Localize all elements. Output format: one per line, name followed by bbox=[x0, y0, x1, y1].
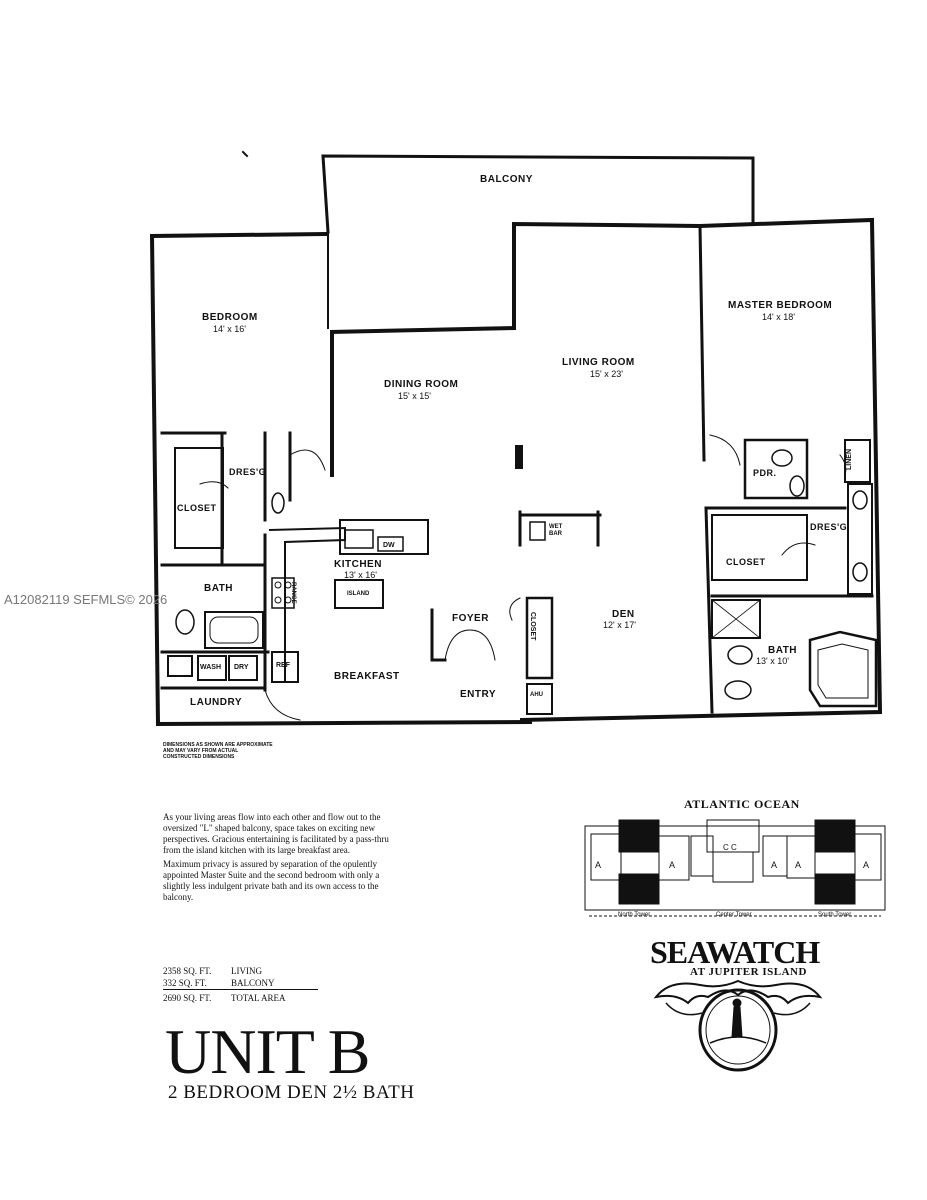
area-row-total: 2690 SQ. FT. TOTAL AREA bbox=[163, 993, 286, 1003]
area-label: TOTAL AREA bbox=[231, 993, 286, 1003]
area-row-living: 2358 SQ. FT. LIVING bbox=[163, 966, 262, 976]
room-label-ref: REF bbox=[276, 662, 290, 669]
outer-wall-left bbox=[149, 231, 533, 727]
room-label-wet-bar: WET BAR bbox=[549, 524, 563, 537]
room-label-bedroom: BEDROOM bbox=[202, 312, 258, 323]
room-label-wash: WASH bbox=[200, 664, 221, 671]
site-plan-tower-north: North Tower bbox=[618, 912, 651, 918]
brand-subtitle: AT JUPITER ISLAND bbox=[690, 966, 807, 978]
room-label-master-bedroom: MASTER BEDROOM bbox=[728, 300, 833, 311]
room-label-dw: DW bbox=[383, 542, 395, 549]
room-dim-kitchen: 13' x 16' bbox=[344, 570, 377, 580]
area-label: BALCONY bbox=[231, 978, 275, 988]
site-plan-tower-center: Center Tower bbox=[716, 912, 752, 918]
area-sqft: 2358 SQ. FT. bbox=[163, 966, 212, 976]
room-label-closet-left: CLOSET bbox=[177, 503, 217, 513]
description-paragraph-2: Maximum privacy is assured by separation… bbox=[163, 859, 380, 902]
room-label-linen: LINEN bbox=[846, 449, 853, 470]
area-sqft: 332 SQ. FT. bbox=[163, 978, 207, 988]
seawatch-crest-logo bbox=[653, 979, 823, 1072]
svg-text:A: A bbox=[771, 860, 777, 870]
room-label-closet-right: CLOSET bbox=[726, 557, 766, 567]
area-row-balcony: 332 SQ. FT. BALCONY bbox=[163, 978, 318, 990]
brand-name: SEAWATCH bbox=[650, 934, 820, 970]
area-label: LIVING bbox=[231, 966, 262, 976]
room-label-dressing-right: DRES'G bbox=[810, 522, 848, 532]
site-plan-ocean-label: ATLANTIC OCEAN bbox=[684, 797, 800, 811]
svg-text:A: A bbox=[863, 860, 869, 870]
svg-text:A: A bbox=[595, 860, 601, 870]
room-label-kitchen: KITCHEN bbox=[334, 559, 382, 570]
floor-plan bbox=[149, 150, 883, 727]
room-label-foyer: FOYER bbox=[452, 613, 489, 624]
site-plan-tower-south: South Tower bbox=[818, 912, 852, 918]
unit-subtitle: 2 BEDROOM DEN 2½ BATH bbox=[168, 1082, 415, 1103]
room-dim-master-bath: 13' x 10' bbox=[756, 656, 789, 666]
dimensions-note: DIMENSIONS AS SHOWN ARE APPROXIMATE AND … bbox=[163, 742, 273, 760]
room-label-dressing-left: DRES'G bbox=[229, 467, 267, 477]
room-label-pdr: PDR. bbox=[753, 468, 777, 478]
room-dim-master-bedroom: 14' x 18' bbox=[762, 312, 795, 322]
room-label-breakfast: BREAKFAST bbox=[334, 671, 400, 682]
site-plan: A A C C A A A bbox=[584, 819, 886, 917]
room-label-dining-room: DINING ROOM bbox=[384, 379, 459, 390]
room-label-dry: DRY bbox=[234, 664, 249, 671]
balcony-outline bbox=[321, 154, 755, 234]
room-label-bath-left: BATH bbox=[204, 583, 234, 594]
unit-description: As your living areas flow into each othe… bbox=[163, 812, 408, 906]
room-label-balcony: BALCONY bbox=[480, 174, 533, 185]
watermark: A12082119 SEFMLS© 2026 bbox=[4, 592, 168, 607]
unit-title: UNIT B bbox=[165, 1016, 370, 1087]
svg-text:A: A bbox=[795, 860, 801, 870]
description-paragraph-1: As your living areas flow into each othe… bbox=[163, 812, 389, 855]
room-label-closet-foyer: CLOSET bbox=[529, 612, 536, 641]
room-label-laundry: LAUNDRY bbox=[190, 697, 243, 708]
room-label-entry: ENTRY bbox=[460, 689, 497, 700]
room-label-den: DEN bbox=[612, 609, 635, 620]
svg-text:A: A bbox=[669, 860, 675, 870]
outer-wall-right bbox=[329, 217, 883, 723]
room-label-living-room: LIVING ROOM bbox=[562, 357, 635, 368]
room-label-island: ISLAND bbox=[347, 591, 370, 597]
room-label-range: RANGE bbox=[290, 582, 296, 604]
area-sqft: 2690 SQ. FT. bbox=[163, 993, 212, 1003]
room-dim-bedroom: 14' x 16' bbox=[213, 324, 246, 334]
room-dim-dining-room: 15' x 15' bbox=[398, 391, 431, 401]
room-label-master-bath: BATH bbox=[768, 645, 798, 656]
room-dim-living-room: 15' x 23' bbox=[590, 369, 623, 379]
svg-text:C C: C C bbox=[723, 843, 737, 852]
room-label-ahu: AHU bbox=[530, 692, 543, 698]
room-dim-den: 12' x 17' bbox=[603, 620, 636, 630]
